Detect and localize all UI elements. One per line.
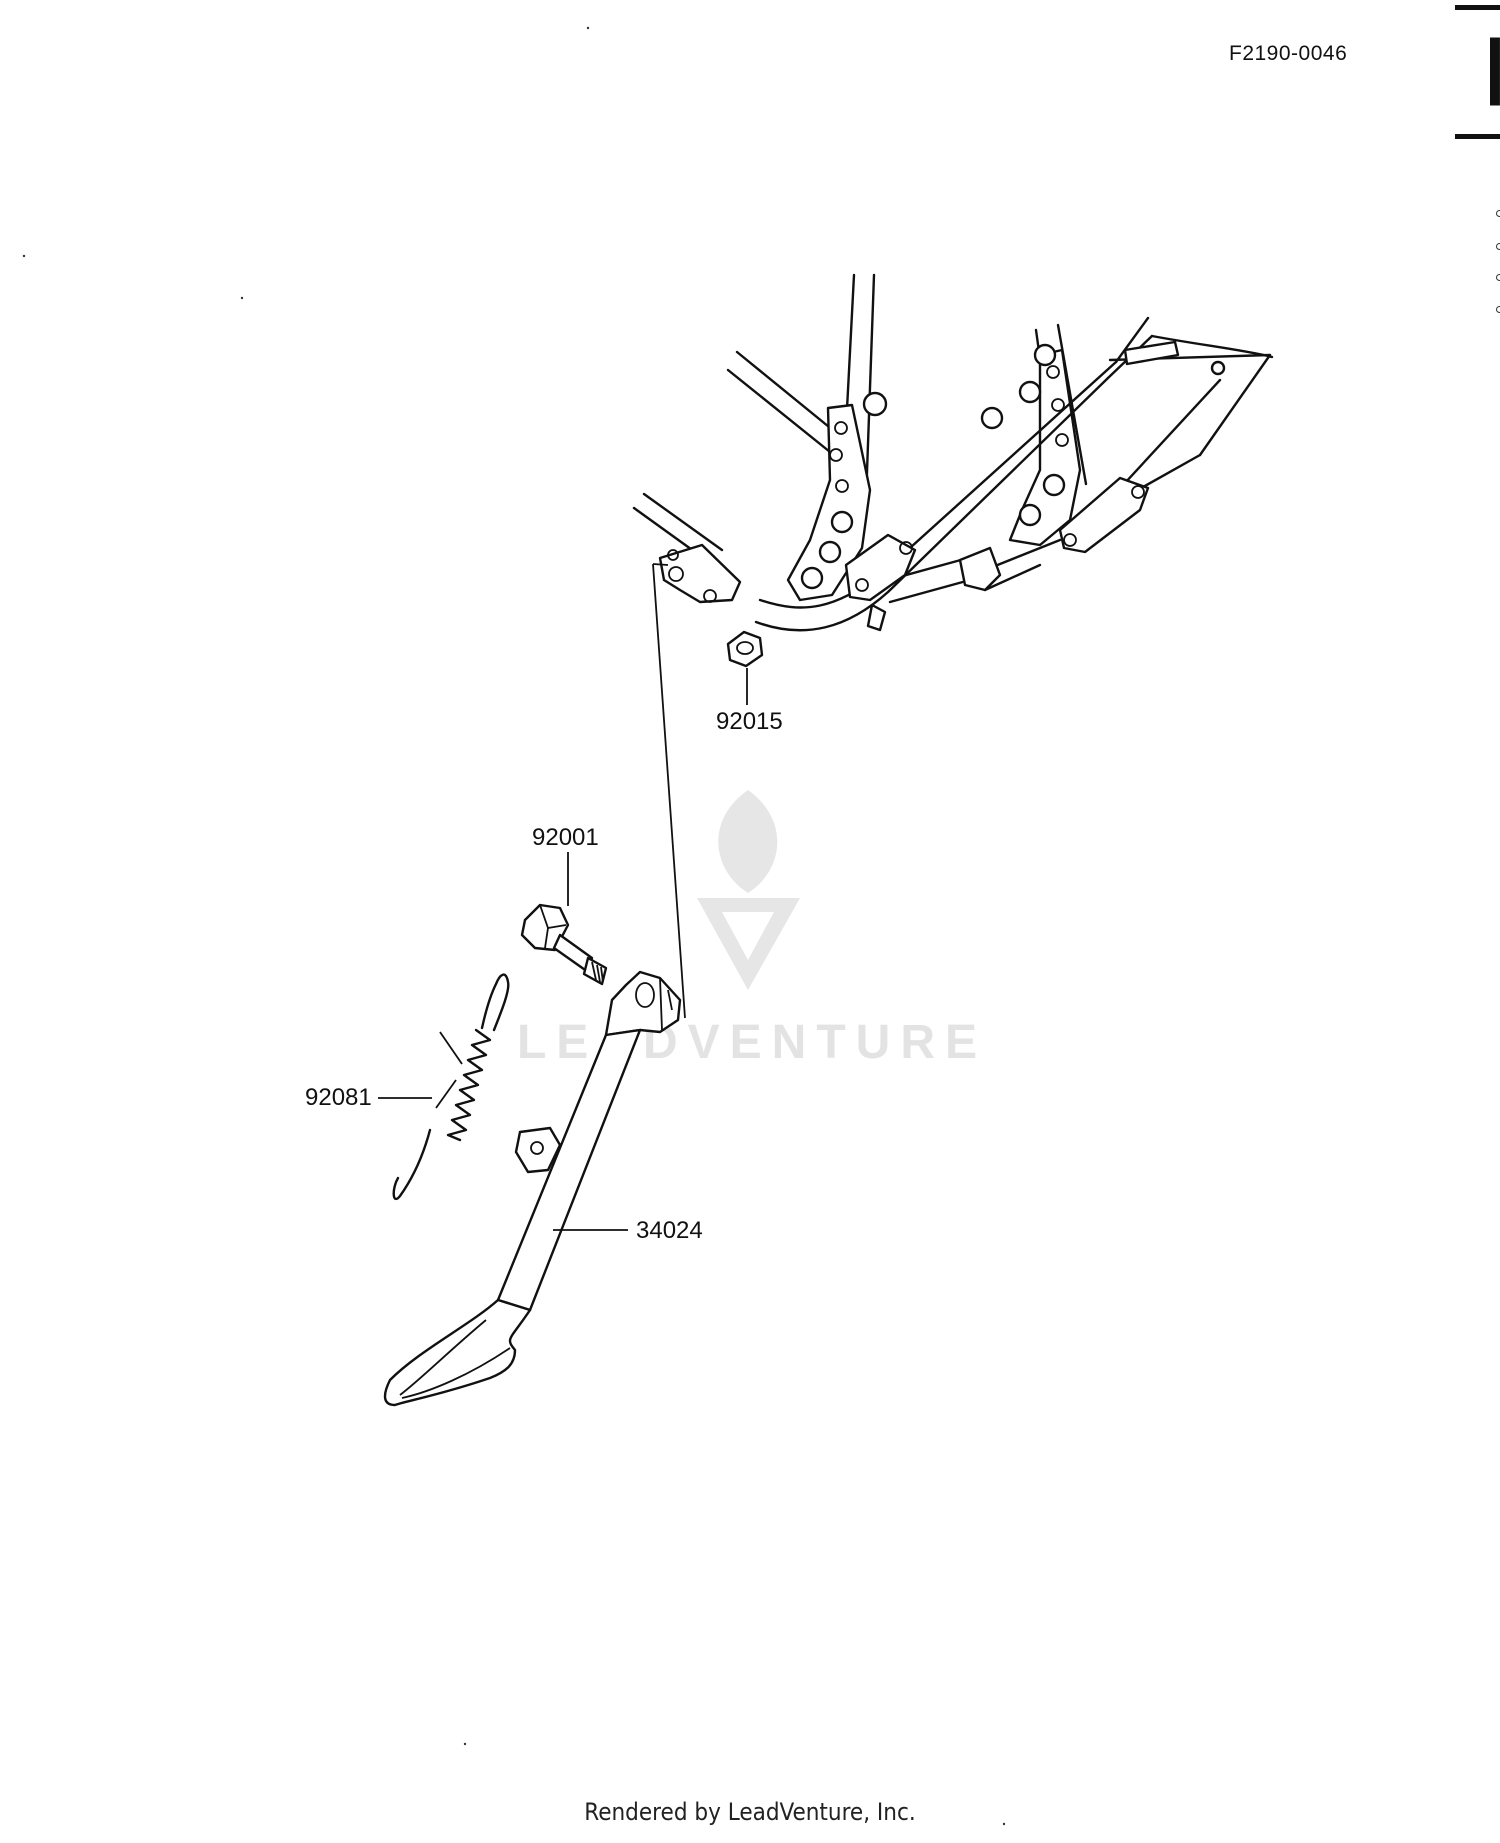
watermark-text: LEADVENTURE: [517, 1016, 987, 1069]
page-edge-dot: [1496, 243, 1500, 250]
scan-speck: [586, 26, 590, 30]
scan-speck: [22, 254, 26, 258]
part-label-92015: 92015: [716, 708, 783, 735]
diagram-ref-code: F2190-0046: [1229, 42, 1348, 65]
watermark-chevron-icon: [697, 898, 800, 990]
part-92015-nut: [726, 630, 764, 705]
assembly-guide-line: [652, 563, 686, 1019]
watermark-flame-icon: [718, 790, 778, 893]
render-credit-footer: Rendered by LeadVenture, Inc.: [584, 1798, 916, 1826]
page-edge-glyph: ▌: [1490, 72, 1500, 103]
page-edge-rule-top: [1455, 5, 1500, 10]
assembly-guide-line-tick: [652, 563, 669, 566]
part-label-92081: 92081: [305, 1084, 372, 1111]
part-label-92001: 92001: [532, 824, 599, 851]
scan-speck: [240, 296, 244, 300]
leadventure-watermark: LEADVENTURE: [517, 790, 987, 1069]
part-92081-spring: [378, 973, 510, 1201]
scan-speck: [1002, 1822, 1006, 1826]
page-edge-dot: [1496, 306, 1500, 313]
page-edge-dot: [1496, 274, 1500, 281]
page-edge-dot: [1496, 210, 1500, 217]
part-label-34024: 34024: [636, 1217, 703, 1244]
motorcycle-frame-illustration: [632, 273, 1274, 632]
page-edge-glyph: ▌: [1490, 38, 1500, 69]
part-92001-bolt: [520, 852, 608, 986]
scan-speck: [463, 1742, 467, 1746]
part-34024-side-stand: [383, 970, 682, 1407]
page-edge-rule-bottom: [1455, 134, 1500, 139]
